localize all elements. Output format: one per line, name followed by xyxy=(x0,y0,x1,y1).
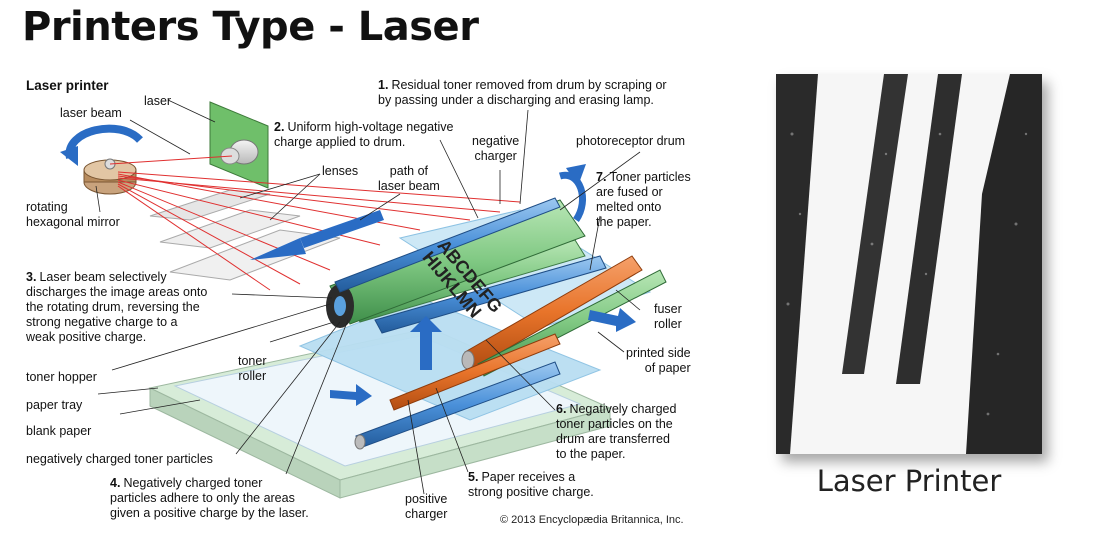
label-positive-charger: positive charger xyxy=(405,492,448,521)
label-laser-beam: laser beam xyxy=(60,106,122,120)
label-printed-side: printed side of paper xyxy=(626,346,691,375)
step-4: 4.Negatively charged toner particles adh… xyxy=(110,476,309,521)
step-5-text: Paper receives a strong positive charge. xyxy=(468,470,594,499)
positive-charger-shape xyxy=(354,333,561,450)
laser-printer-diagram: ABCDEFG HIJKLMN xyxy=(0,70,720,536)
leader-lines xyxy=(95,99,641,495)
label-neg-toner-particles: negatively charged toner particles xyxy=(26,452,213,466)
step-5: 5.Paper receives a strong positive charg… xyxy=(468,470,594,500)
step-1: 1.Residual toner removed from drum by sc… xyxy=(378,78,667,108)
step-4-num: 4. xyxy=(110,476,121,490)
diagram-heading: Laser printer xyxy=(26,78,109,93)
photo-caption: Laser Printer xyxy=(816,464,1002,498)
step-6-num: 6. xyxy=(556,402,567,416)
credit: © 2013 Encyclopædia Britannica, Inc. xyxy=(500,514,684,526)
laser-source xyxy=(209,101,269,189)
step-3: 3.Laser beam selectively discharges the … xyxy=(26,270,207,345)
motion-arrows xyxy=(250,164,636,406)
label-laser: laser xyxy=(144,94,172,108)
diagram-illustration: ABCDEFG HIJKLMN xyxy=(60,99,667,499)
label-paper-tray: paper tray xyxy=(26,398,83,412)
printed-lines-image xyxy=(776,74,1042,454)
step-7-num: 7. xyxy=(596,170,607,184)
label-photoreceptor-drum: photoreceptor drum xyxy=(576,134,686,148)
label-fuser-roller: fuser roller xyxy=(654,302,682,331)
step-6-text: Negatively charged toner particles on th… xyxy=(556,402,677,461)
label-toner-hopper: toner hopper xyxy=(26,370,97,384)
step-6: 6.Negatively charged toner particles on … xyxy=(556,402,676,462)
label-path-of-laser-beam: path of laser beam xyxy=(378,164,440,193)
slide-title: Printers Type - Laser xyxy=(22,4,479,50)
label-negative-charger: negative charger xyxy=(472,134,520,163)
step-4-text: Negatively charged toner particles adher… xyxy=(110,476,309,520)
step-2-num: 2. xyxy=(274,120,285,134)
step-1-num: 1. xyxy=(378,78,389,92)
step-2-text: Uniform high-voltage negative charge app… xyxy=(274,120,454,149)
label-rotating-mirror: rotating hexagonal mirror xyxy=(26,200,120,229)
step-7: 7.Toner particles are fused or melted on… xyxy=(596,170,691,230)
label-blank-paper: blank paper xyxy=(26,424,92,438)
step-1-text: Residual toner removed from drum by scra… xyxy=(378,78,667,107)
step-3-num: 3. xyxy=(26,270,37,284)
step-2: 2.Uniform high-voltage negative charge a… xyxy=(274,120,454,150)
step-5-num: 5. xyxy=(468,470,479,484)
hexagonal-mirror xyxy=(60,124,143,195)
photoreceptor-drum-shape xyxy=(326,197,586,328)
step-7-text: Toner particles are fused or melted onto… xyxy=(596,170,691,229)
laser-printer-photo xyxy=(776,74,1042,454)
step-3-text: Laser beam selectively discharges the im… xyxy=(26,270,208,344)
label-toner-roller: toner roller xyxy=(238,354,267,383)
label-lenses: lenses xyxy=(322,164,359,178)
